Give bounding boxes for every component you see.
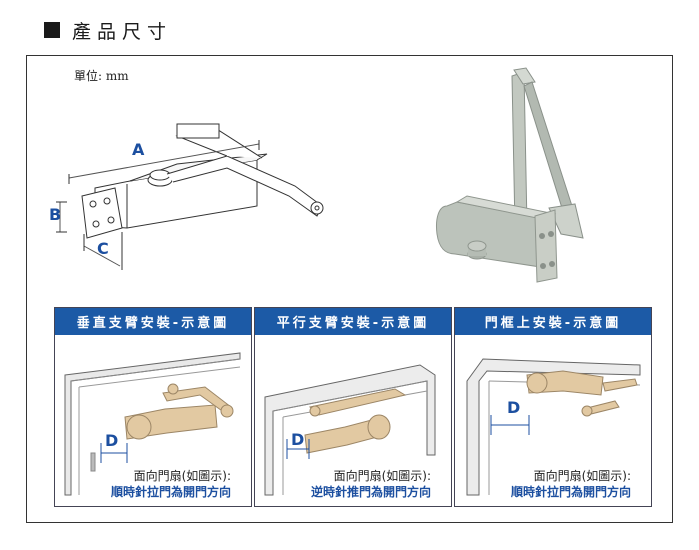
closer-body [304, 388, 407, 454]
panel-title: 垂直支臂安裝-示意圖 [55, 308, 251, 335]
vertical-arm-diagram: D [64, 352, 241, 496]
door-closer-line-drawing [56, 123, 324, 270]
panel-vertical-arm: 垂直支臂安裝-示意圖 D 面向門扇(如圖示): 順時針拉門為開門方向 [54, 307, 252, 507]
dimension-a-label: A [132, 140, 145, 159]
section-title-text: 產品尺寸 [72, 20, 173, 43]
dimension-c-label: C [97, 239, 109, 258]
caption-line-1: 面向門扇(如圖示): [133, 469, 231, 483]
dimension-d-label: D [507, 398, 520, 417]
closer-body [526, 370, 638, 417]
dimension-d-label: D [105, 431, 118, 450]
panel-frame-mount: 門框上安裝-示意圖 D 面向門扇(如圖示): 順時針拉門為開門方向 [454, 307, 652, 507]
frame-mount-diagram: D [466, 358, 641, 496]
panel-title: 門框上安裝-示意圖 [455, 308, 651, 335]
product-illustrations: A B C [49, 67, 584, 283]
caption-line-2: 逆時針推門為開門方向 [310, 485, 431, 499]
panel-caption: 面向門扇(如圖示): 順時針拉門為開門方向 [111, 468, 231, 500]
door-closer-3d-image [436, 67, 584, 283]
unit-label: 單位: mm [74, 69, 129, 83]
caption-line-1: 面向門扇(如圖示): [333, 469, 431, 483]
closer-body [124, 383, 234, 440]
dimension-b-label: B [49, 205, 61, 224]
panel-parallel-arm: 平行支臂安裝-示意圖 D 面向門扇(如圖示): 逆時針推門為開門方向 [254, 307, 452, 507]
panel-caption: 面向門扇(如圖示): 順時針拉門為開門方向 [511, 468, 631, 500]
section-title: 產品尺寸 [44, 18, 173, 43]
caption-line-1: 面向門扇(如圖示): [533, 469, 631, 483]
panel-title: 平行支臂安裝-示意圖 [255, 308, 451, 335]
product-dimension-frame [26, 55, 673, 523]
panel-caption: 面向門扇(如圖示): 逆時針推門為開門方向 [311, 468, 431, 500]
dimension-d-label: D [291, 430, 304, 449]
caption-line-2: 順時針拉門為開門方向 [110, 485, 231, 499]
black-square-icon [44, 22, 60, 38]
parallel-arm-diagram: D [264, 364, 436, 496]
caption-line-2: 順時針拉門為開門方向 [510, 485, 631, 499]
